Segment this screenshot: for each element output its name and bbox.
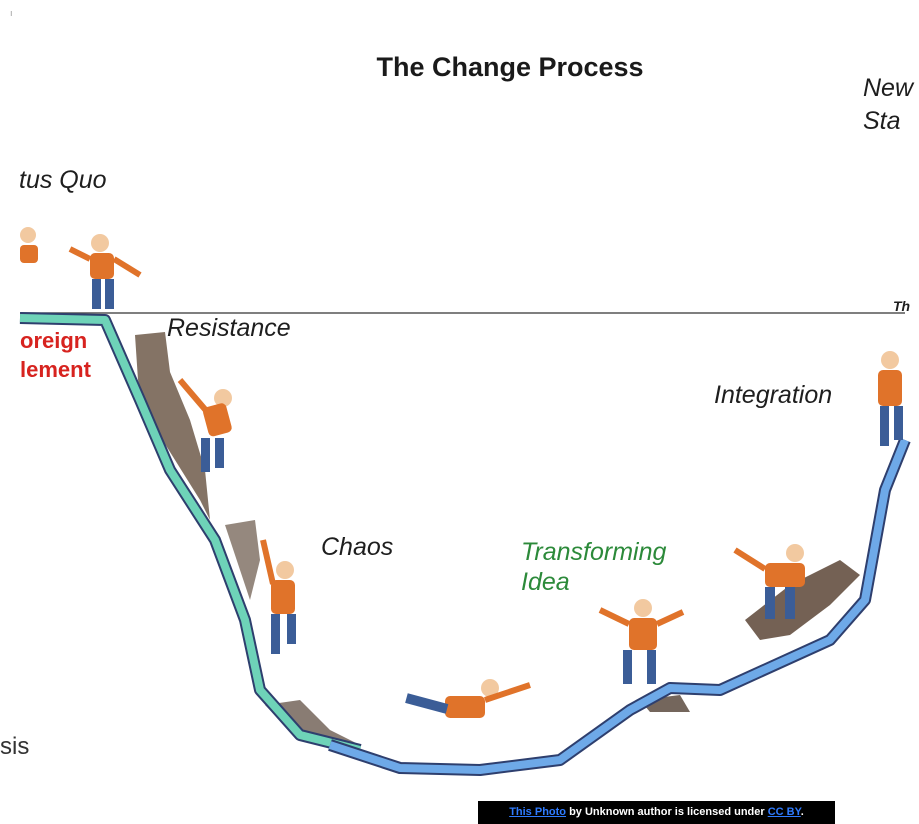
label-transforming-idea: Transforming Idea	[521, 537, 666, 597]
change-curve-left-fill	[19, 314, 361, 754]
attribution-end: .	[800, 806, 804, 818]
label-chaos: Chaos	[321, 533, 394, 561]
label-foreign-line2: lement	[20, 357, 91, 382]
person-figure-icon	[260, 539, 296, 654]
person-figure-icon	[68, 234, 142, 309]
label-new-status-line1: New	[863, 74, 914, 102]
rock-bottom	[265, 700, 360, 745]
label-transforming-line2: Idea	[521, 568, 570, 596]
rock-cliff-left	[135, 332, 210, 520]
person-figure-icon	[878, 351, 903, 446]
label-threshold-mark: Th	[893, 298, 911, 314]
label-transforming-line1: Transforming	[521, 538, 667, 566]
person-figure-icon	[405, 679, 531, 718]
person-figure-icon	[177, 378, 232, 472]
diagram-title: The Change Process	[376, 52, 644, 82]
label-status-quo: tus Quo	[19, 166, 107, 194]
corner-tick: ı	[10, 8, 13, 18]
attribution-text: by Unknown author is licensed under	[566, 806, 768, 818]
person-figure-icon	[20, 227, 38, 263]
slide-text-fragment: sis	[0, 733, 30, 760]
rock-ramp-right	[745, 560, 860, 640]
rock-cliff-middle	[225, 520, 260, 600]
change-curve-right-fill	[328, 438, 909, 774]
label-resistance: Resistance	[167, 314, 291, 342]
label-new-status: New Sta	[863, 72, 913, 138]
label-foreign-line1: oreign	[20, 328, 88, 353]
person-figure-icon	[733, 544, 805, 619]
label-integration: Integration	[714, 381, 833, 409]
person-figure-icon	[598, 599, 685, 684]
attribution-photo-link[interactable]: This Photo	[509, 806, 567, 818]
photo-attribution: This Photo by Unknown author is licensed…	[478, 801, 835, 824]
label-foreign-element: oreign lement	[20, 326, 91, 384]
attribution-license-link[interactable]: CC BY	[767, 806, 801, 818]
label-new-status-line2: Sta	[863, 107, 901, 135]
